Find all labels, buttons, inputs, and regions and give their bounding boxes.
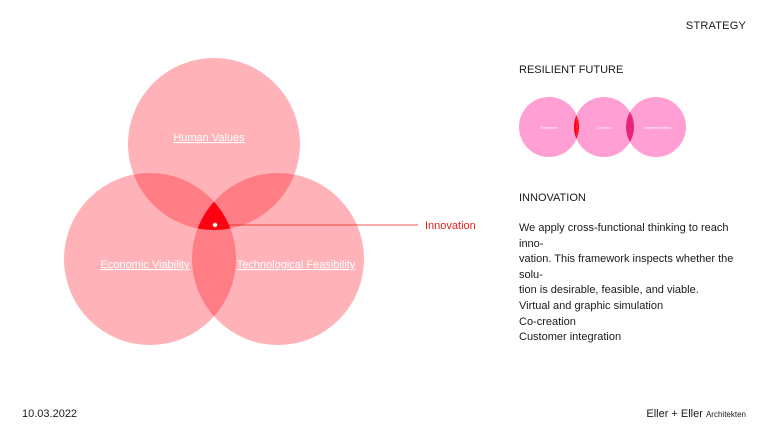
resilient-future-heading: RESILIENT FUTURE [519,64,624,76]
innovation-paragraph-line: We apply cross-functional thinking to re… [519,222,729,250]
footer-date: 10.03.2022 [22,408,78,420]
mini-label-research: Research [540,125,557,130]
brand-subtitle: Architekten [705,410,746,419]
innovation-heading: INNOVATION [519,192,586,204]
brand-name: Eller + Eller [646,408,703,420]
innovation-paragraph-line: tion is desirable, feasible, and viable. [519,284,699,297]
innovation-body: We apply cross-functional thinking to re… [519,221,747,346]
mini-circle-implementation [626,97,686,157]
mini-circle-context [574,97,634,157]
venn-overlap-human-technological [192,173,300,230]
footer-brand: Eller + Eller Architekten [646,408,746,420]
mini-label-implementation: Implementation [644,125,671,130]
venn-label-technological-feasibility: Technological Feasibility [237,259,356,271]
venn-overlap-human-economic [128,173,236,230]
venn-label-human-values: Human Values [173,132,245,144]
innovation-callout-label: Innovation [425,220,476,232]
mini-circle-research [519,97,579,157]
innovation-list-item: Virtual and graphic simulation [519,299,664,312]
section-title: STRATEGY [685,20,746,32]
innovation-paragraph-line: vation. This framework inspects whether … [519,253,734,281]
innovation-list-item: Customer integration [519,331,622,344]
innovation-callout-dot [212,222,218,228]
mini-label-context: Context [597,125,612,130]
innovation-list-item: Co-creation [519,315,576,328]
venn-label-economic-viability: Economic Viability [100,259,190,271]
